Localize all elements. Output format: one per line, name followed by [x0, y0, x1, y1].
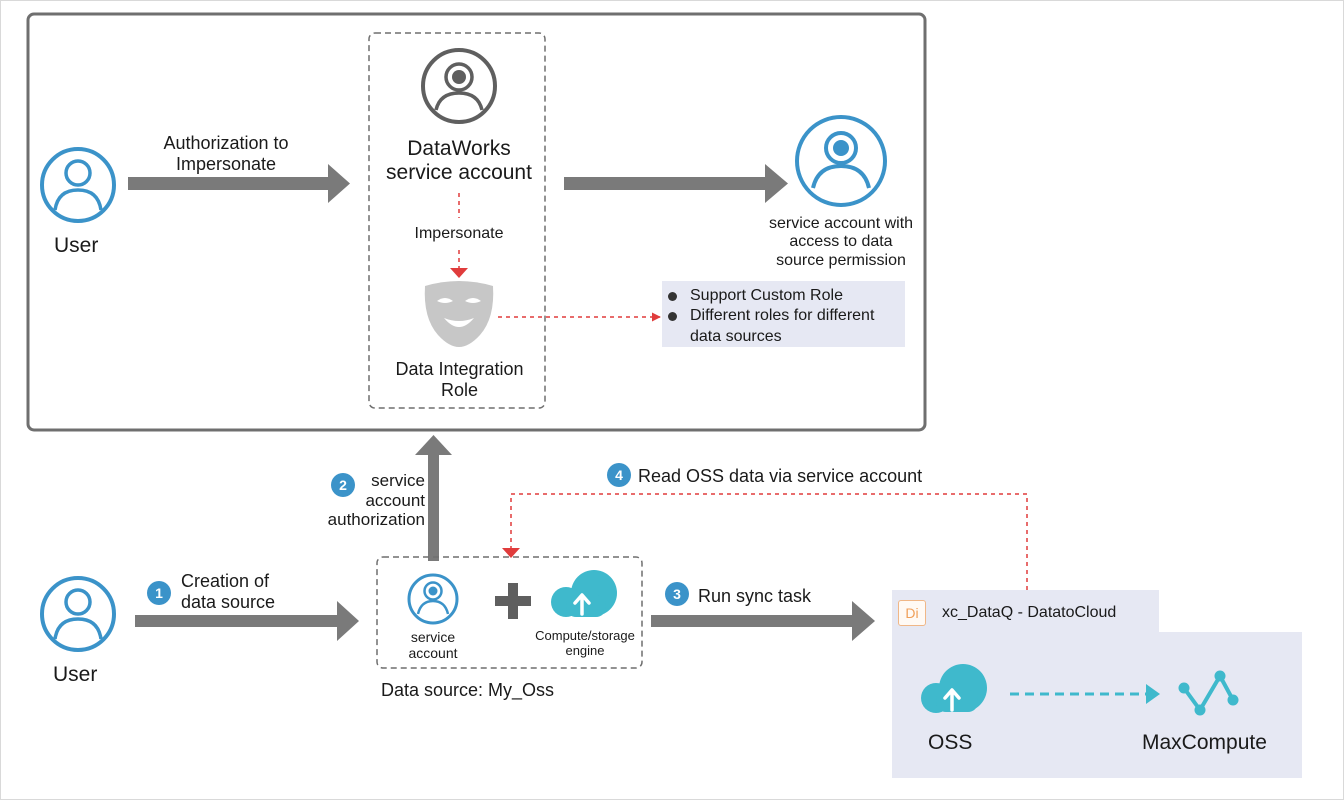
oss-to-maxcompute-arrowhead: [1146, 684, 1160, 704]
note-bullet-1: [668, 292, 677, 301]
dataworks-account-label: DataWorks service account: [369, 137, 549, 185]
engine-line1: Compute/storage: [535, 628, 635, 643]
maxcompute-label: MaxCompute: [1142, 731, 1267, 754]
step1-badge: 1: [147, 581, 171, 605]
user-icon: [40, 147, 116, 223]
notes-panel: [662, 281, 905, 347]
step2-line2: account: [365, 490, 425, 510]
plus-icon: [495, 583, 531, 619]
user-icon-bottom: [40, 576, 116, 652]
cloud-engine-icon: [551, 570, 617, 617]
auth-impersonate-line2: Impersonate: [175, 153, 277, 174]
dataworks-line2: service account: [386, 161, 532, 185]
maxcompute-icon: [1178, 670, 1239, 716]
service-account-icon: [407, 573, 459, 625]
role-line2: Role: [440, 379, 479, 400]
oss-icon: [921, 664, 987, 713]
arrow-create-datasource: [135, 601, 359, 641]
dataworks-box: [368, 32, 546, 409]
service-account-label: service account: [393, 629, 473, 661]
data-integration-role-label: Data Integration Role: [372, 359, 547, 400]
step1-label: Creation of data source: [181, 571, 275, 612]
sa-line1: service: [410, 629, 456, 645]
step4-badge: 4: [607, 463, 631, 487]
read-oss-arrowhead: [502, 548, 520, 558]
dataworks-account-icon: [421, 48, 497, 124]
impersonate-arrowhead: [450, 268, 468, 278]
role-line1: Data Integration: [395, 359, 524, 379]
di-badge: Di: [898, 600, 926, 626]
step2-badge: 2: [331, 473, 355, 497]
arrow-authorization: [128, 164, 350, 203]
datasource-box: [376, 556, 643, 669]
engine-line2: engine: [565, 642, 605, 658]
note-different-roles: Different roles for different: [690, 307, 875, 324]
note-custom-role: Support Custom Role: [690, 287, 843, 304]
step1-line1: Creation of: [181, 571, 270, 591]
task-title: xc_DataQ - DatatoCloud: [942, 604, 1117, 621]
step2-line3: authorization: [327, 510, 425, 530]
target-line2: access to data: [789, 233, 893, 251]
step4-label: Read OSS data via service account: [638, 466, 923, 486]
mask-icon: [424, 281, 494, 347]
target-line1: service account with: [768, 215, 914, 232]
arrow-to-target-account: [564, 164, 788, 203]
datasource-label: Data source: My_Oss: [381, 680, 555, 700]
engine-label: Compute/storage engine: [525, 628, 645, 659]
step3-label: Run sync task: [698, 586, 812, 606]
user-label: User: [54, 234, 99, 257]
target-line3: source permission: [776, 251, 906, 269]
note-bullet-2: [668, 312, 677, 321]
note-data-sources: data sources: [690, 328, 782, 345]
step1-line2: data source: [181, 591, 276, 612]
target-account-label: service account with access to data sour…: [760, 215, 922, 270]
auth-impersonate-line1: Authorization to: [163, 133, 289, 153]
arrow-run-sync: [651, 601, 875, 641]
target-account-icon: [795, 115, 887, 207]
step2-line1: service: [371, 471, 425, 490]
user-label-bottom: User: [53, 663, 98, 686]
dataworks-line1: DataWorks: [407, 137, 511, 160]
read-oss-path: [510, 493, 1028, 590]
step3-badge: 3: [665, 582, 689, 606]
sa-line2: account: [408, 645, 458, 662]
step2-label: service account authorization: [305, 471, 425, 530]
oss-label: OSS: [928, 731, 973, 754]
arrow-service-authorization: [415, 435, 452, 561]
auth-impersonate-label: Authorization to Impersonate: [146, 133, 306, 174]
impersonate-label: Impersonate: [414, 225, 504, 242]
